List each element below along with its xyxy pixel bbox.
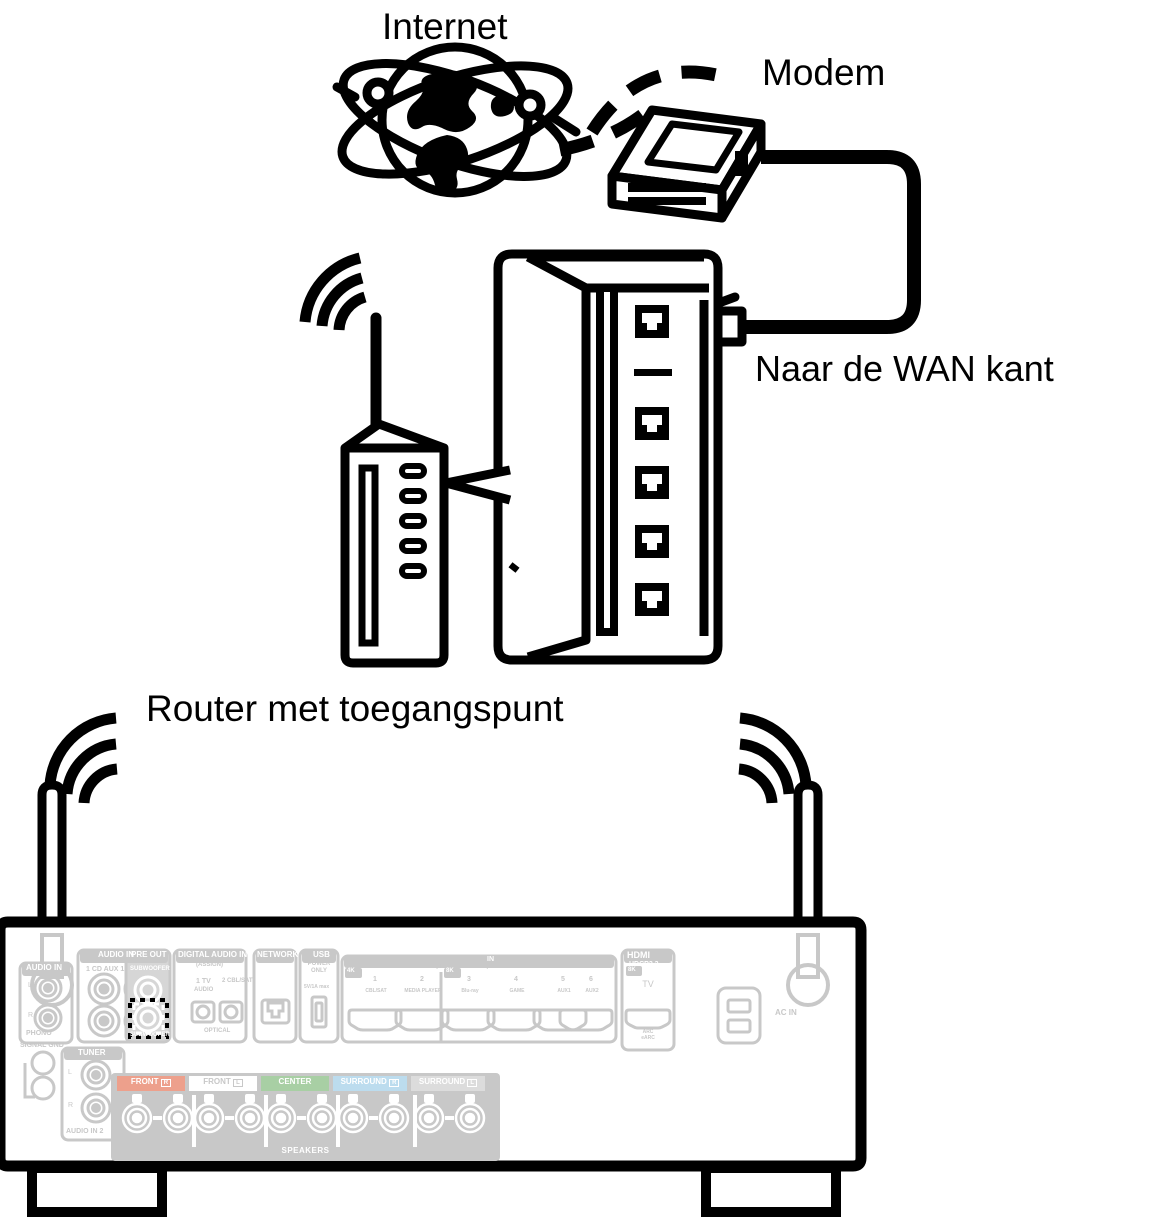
router-wan-port xyxy=(635,305,669,338)
modem-signal-dashed-arc xyxy=(586,65,738,136)
speaker-header-center xyxy=(261,1076,329,1091)
router-lan-port-2 xyxy=(635,466,669,499)
receiver-foot-left xyxy=(27,1163,167,1217)
receiver-wifi-left-icon xyxy=(44,712,118,804)
speaker-header-surround-r xyxy=(333,1076,407,1091)
modem-device xyxy=(607,105,766,223)
router-access-point-unit xyxy=(340,312,449,668)
subwoofer-highlight-marker xyxy=(128,998,169,1039)
internet-to-modem-dashed-link xyxy=(558,97,663,157)
speaker-binding-posts xyxy=(121,1102,486,1134)
label-wan-side: Naar de WAN kant xyxy=(755,348,1054,389)
ethernet-cable-modem-to-router xyxy=(742,150,921,334)
router-wifi-signal-icon xyxy=(299,252,367,331)
receiver-wifi-right-icon xyxy=(738,712,812,804)
antenna-hinge-right xyxy=(786,933,830,1007)
speaker-post-polarity-marks xyxy=(132,1094,475,1120)
router-device-body xyxy=(493,249,723,665)
router-lan-port-3 xyxy=(635,525,669,558)
router-port-divider xyxy=(634,369,672,376)
globe-orbit-stubs xyxy=(332,82,581,137)
panel-label-bars xyxy=(22,950,672,1060)
router-lan-port-4 xyxy=(635,583,669,616)
speaker-header-front-r xyxy=(117,1076,185,1091)
speaker-header-front-l xyxy=(189,1076,257,1091)
speaker-header-surround-l xyxy=(411,1076,485,1091)
speaker-group-separators xyxy=(192,1095,417,1147)
router-lan-port-1 xyxy=(635,407,669,440)
receiver-foot-right xyxy=(701,1163,841,1217)
globe-continents xyxy=(407,70,514,194)
label-modem: Modem xyxy=(762,52,886,93)
label-router-access-point: Router met toegangspunt xyxy=(146,688,564,729)
label-internet: Internet xyxy=(382,6,508,47)
